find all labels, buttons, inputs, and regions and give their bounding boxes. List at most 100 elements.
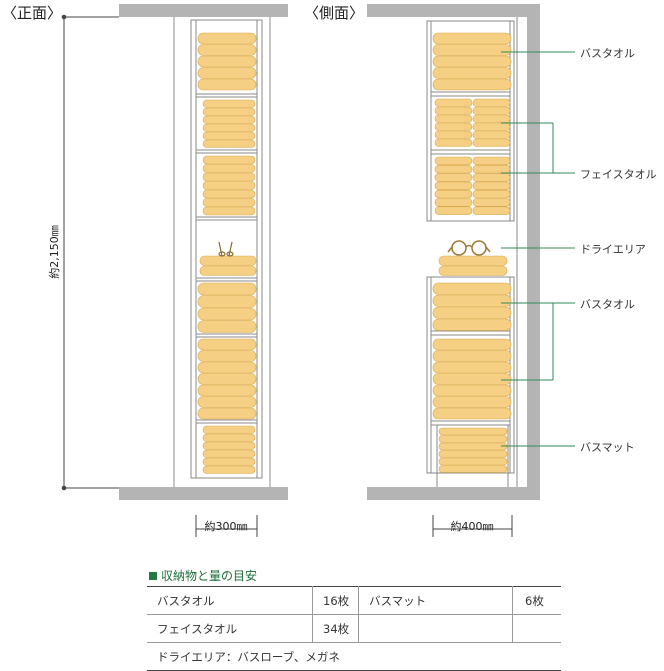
side-width-dimension [432,515,513,537]
side-towel-stacks [432,32,512,473]
side-wall-right [527,17,540,487]
towel [197,282,257,296]
towel [434,122,473,131]
towel [432,318,512,331]
towel [434,106,473,115]
towel [434,114,473,123]
callout-dry-area: ドライエリア [580,243,646,256]
towel [202,123,256,132]
towel [438,435,508,443]
towel [197,338,257,351]
front-glasses-icon [218,241,234,257]
table-cell: 16枚 [312,586,359,615]
towel [202,425,256,434]
side-glasses-icon [447,240,491,256]
towel [197,78,257,91]
towel [197,361,257,374]
table-cell: バスマット [358,586,513,615]
callout-bath-towel-bottom: バスタオル [580,298,635,311]
towel [432,282,512,295]
towel [472,181,511,190]
towel [432,44,512,56]
towel [432,55,512,68]
storage-diagram: 約2,150㎜ 約300㎜ 約400㎜ [47,4,575,537]
towel [472,130,511,139]
front-wall-top [119,4,288,17]
towel [432,361,512,374]
towel [434,181,473,190]
towel [432,407,512,420]
side-wall-top [367,4,540,17]
table-cell: 34枚 [312,614,359,643]
towel [197,295,257,308]
storage-table: バスタオル 16枚 バスマット 6枚 フェイスタオル 34枚 ドライエリア：バス… [147,586,561,671]
towel [202,198,256,207]
table-cell: フェイスタオル [147,614,313,643]
towel [438,450,508,458]
towel [202,206,256,216]
towel [432,67,512,79]
towel [199,255,257,266]
front-width-label: 約300㎜ [205,519,248,533]
towel [202,449,256,458]
towel [202,131,256,140]
table-cell: 6枚 [512,586,561,615]
side-view-title: 〈側面〉 [304,4,365,22]
towel [202,164,256,173]
front-frame [173,17,271,487]
table-cell: バスタオル [147,586,313,615]
towel [438,265,508,276]
towel [434,198,473,207]
towel [438,442,508,451]
towel [197,407,257,420]
table-cell [358,614,513,643]
towel [434,130,473,139]
towel [472,156,511,166]
table-row: フェイスタオル 34枚 [147,614,561,643]
towel [202,457,256,466]
towel [432,306,512,319]
towel [202,115,256,124]
towel [438,255,508,266]
side-wall-bottom [367,487,540,500]
towel [197,350,257,362]
front-width-dimension [195,515,258,537]
towel [197,67,257,79]
towel [202,441,256,450]
towel [432,373,512,385]
towel [434,173,473,182]
towel [472,114,511,123]
towel [432,384,512,397]
towel [434,189,473,199]
side-frame [426,17,518,487]
legend-title: 収納物と量の目安 [149,567,257,584]
front-view-title: 〈正面〉 [2,4,63,22]
towel [197,55,257,68]
towel [202,99,256,108]
towel [434,165,473,174]
towel [472,189,511,199]
towel [472,98,511,107]
towel [197,44,257,56]
towel [432,32,512,45]
table-note: ドライエリア：バスローブ、メガネ [147,642,561,671]
side-width-label: 約400㎜ [451,519,494,533]
towel [202,107,256,116]
towel [472,206,511,215]
towel [438,465,508,473]
towel [197,32,257,45]
towel [432,78,512,91]
callout-bath-towel-top: バスタオル [580,47,635,60]
towel [202,155,256,165]
towel [197,320,257,333]
callout-bath-mat: バスマット [580,441,635,454]
front-wall-bottom [119,487,288,500]
towel [202,181,256,190]
towel [472,165,511,174]
towel [472,106,511,115]
towel [199,265,257,276]
front-height-label: 約2,150㎜ [47,225,61,279]
towel [434,156,473,166]
callout-leaders [501,51,575,447]
towel [432,294,512,307]
